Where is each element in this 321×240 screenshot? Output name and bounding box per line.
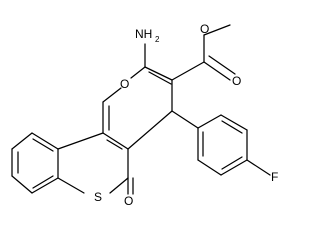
fluorine-label: F — [271, 170, 278, 184]
aryl-link-bond — [171, 110, 199, 129]
ketone-oxygen-label: O — [124, 194, 133, 208]
pyran-ring — [102, 43, 205, 150]
phenyl-inner-double-2 — [221, 156, 243, 170]
methoxy-bond — [203, 24, 231, 36]
ester-carbonyl-bond-b — [208, 55, 236, 75]
ester-carbonyl-bond-a — [203, 61, 231, 81]
thio-bond-2 — [109, 177, 129, 194]
amino-label-subscript: 2 — [155, 35, 160, 44]
thio-bond-4 — [102, 132, 129, 150]
phenyl-bond-1 — [197, 114, 222, 129]
benzo-bond-4 — [31, 177, 59, 194]
benzo-ring — [11, 132, 59, 194]
thio-inner-double — [106, 139, 123, 150]
pyran-bond-6 — [127, 110, 173, 150]
molecule-svg: NH 2 O O O O S F — [11, 22, 278, 208]
sulfur-label: S — [94, 190, 102, 204]
ester-oxygen-double-label: O — [232, 74, 241, 88]
pyran-bond-2 — [102, 87, 122, 103]
ester-carbon-bond — [171, 61, 205, 81]
fluorophenyl-ring — [171, 110, 271, 176]
pyran-bond-3 — [130, 66, 146, 79]
benzo-bond-6 — [31, 132, 59, 150]
thiopyranone-ring — [57, 132, 134, 195]
ester-group — [203, 24, 236, 81]
phenyl-inner-double-1 — [221, 120, 243, 134]
ring-oxygen-label: O — [120, 77, 129, 91]
thio-bond-1 — [57, 177, 85, 194]
phenyl-bond-4 — [220, 159, 248, 176]
pyran-bond-4 — [144, 66, 173, 81]
atom-labels: NH 2 O O O O S F — [94, 22, 278, 208]
benzo-bond-1 — [11, 132, 33, 150]
pyran-inner-double-2 — [148, 71, 172, 85]
amino-label-main: NH — [135, 27, 152, 41]
fluoro-bond — [246, 159, 271, 176]
phenyl-bond-5 — [197, 159, 222, 176]
ester-oxygen-single-label: O — [200, 22, 209, 36]
benzo-bond-3 — [11, 175, 33, 194]
chemical-structure-diagram: NH 2 O O O O S F — [11, 22, 279, 208]
benzo-inner-double-3 — [32, 138, 54, 152]
thio-bond-5 — [57, 132, 104, 150]
benzo-inner-double-2 — [32, 175, 54, 189]
phenyl-bond-2 — [220, 114, 248, 131]
